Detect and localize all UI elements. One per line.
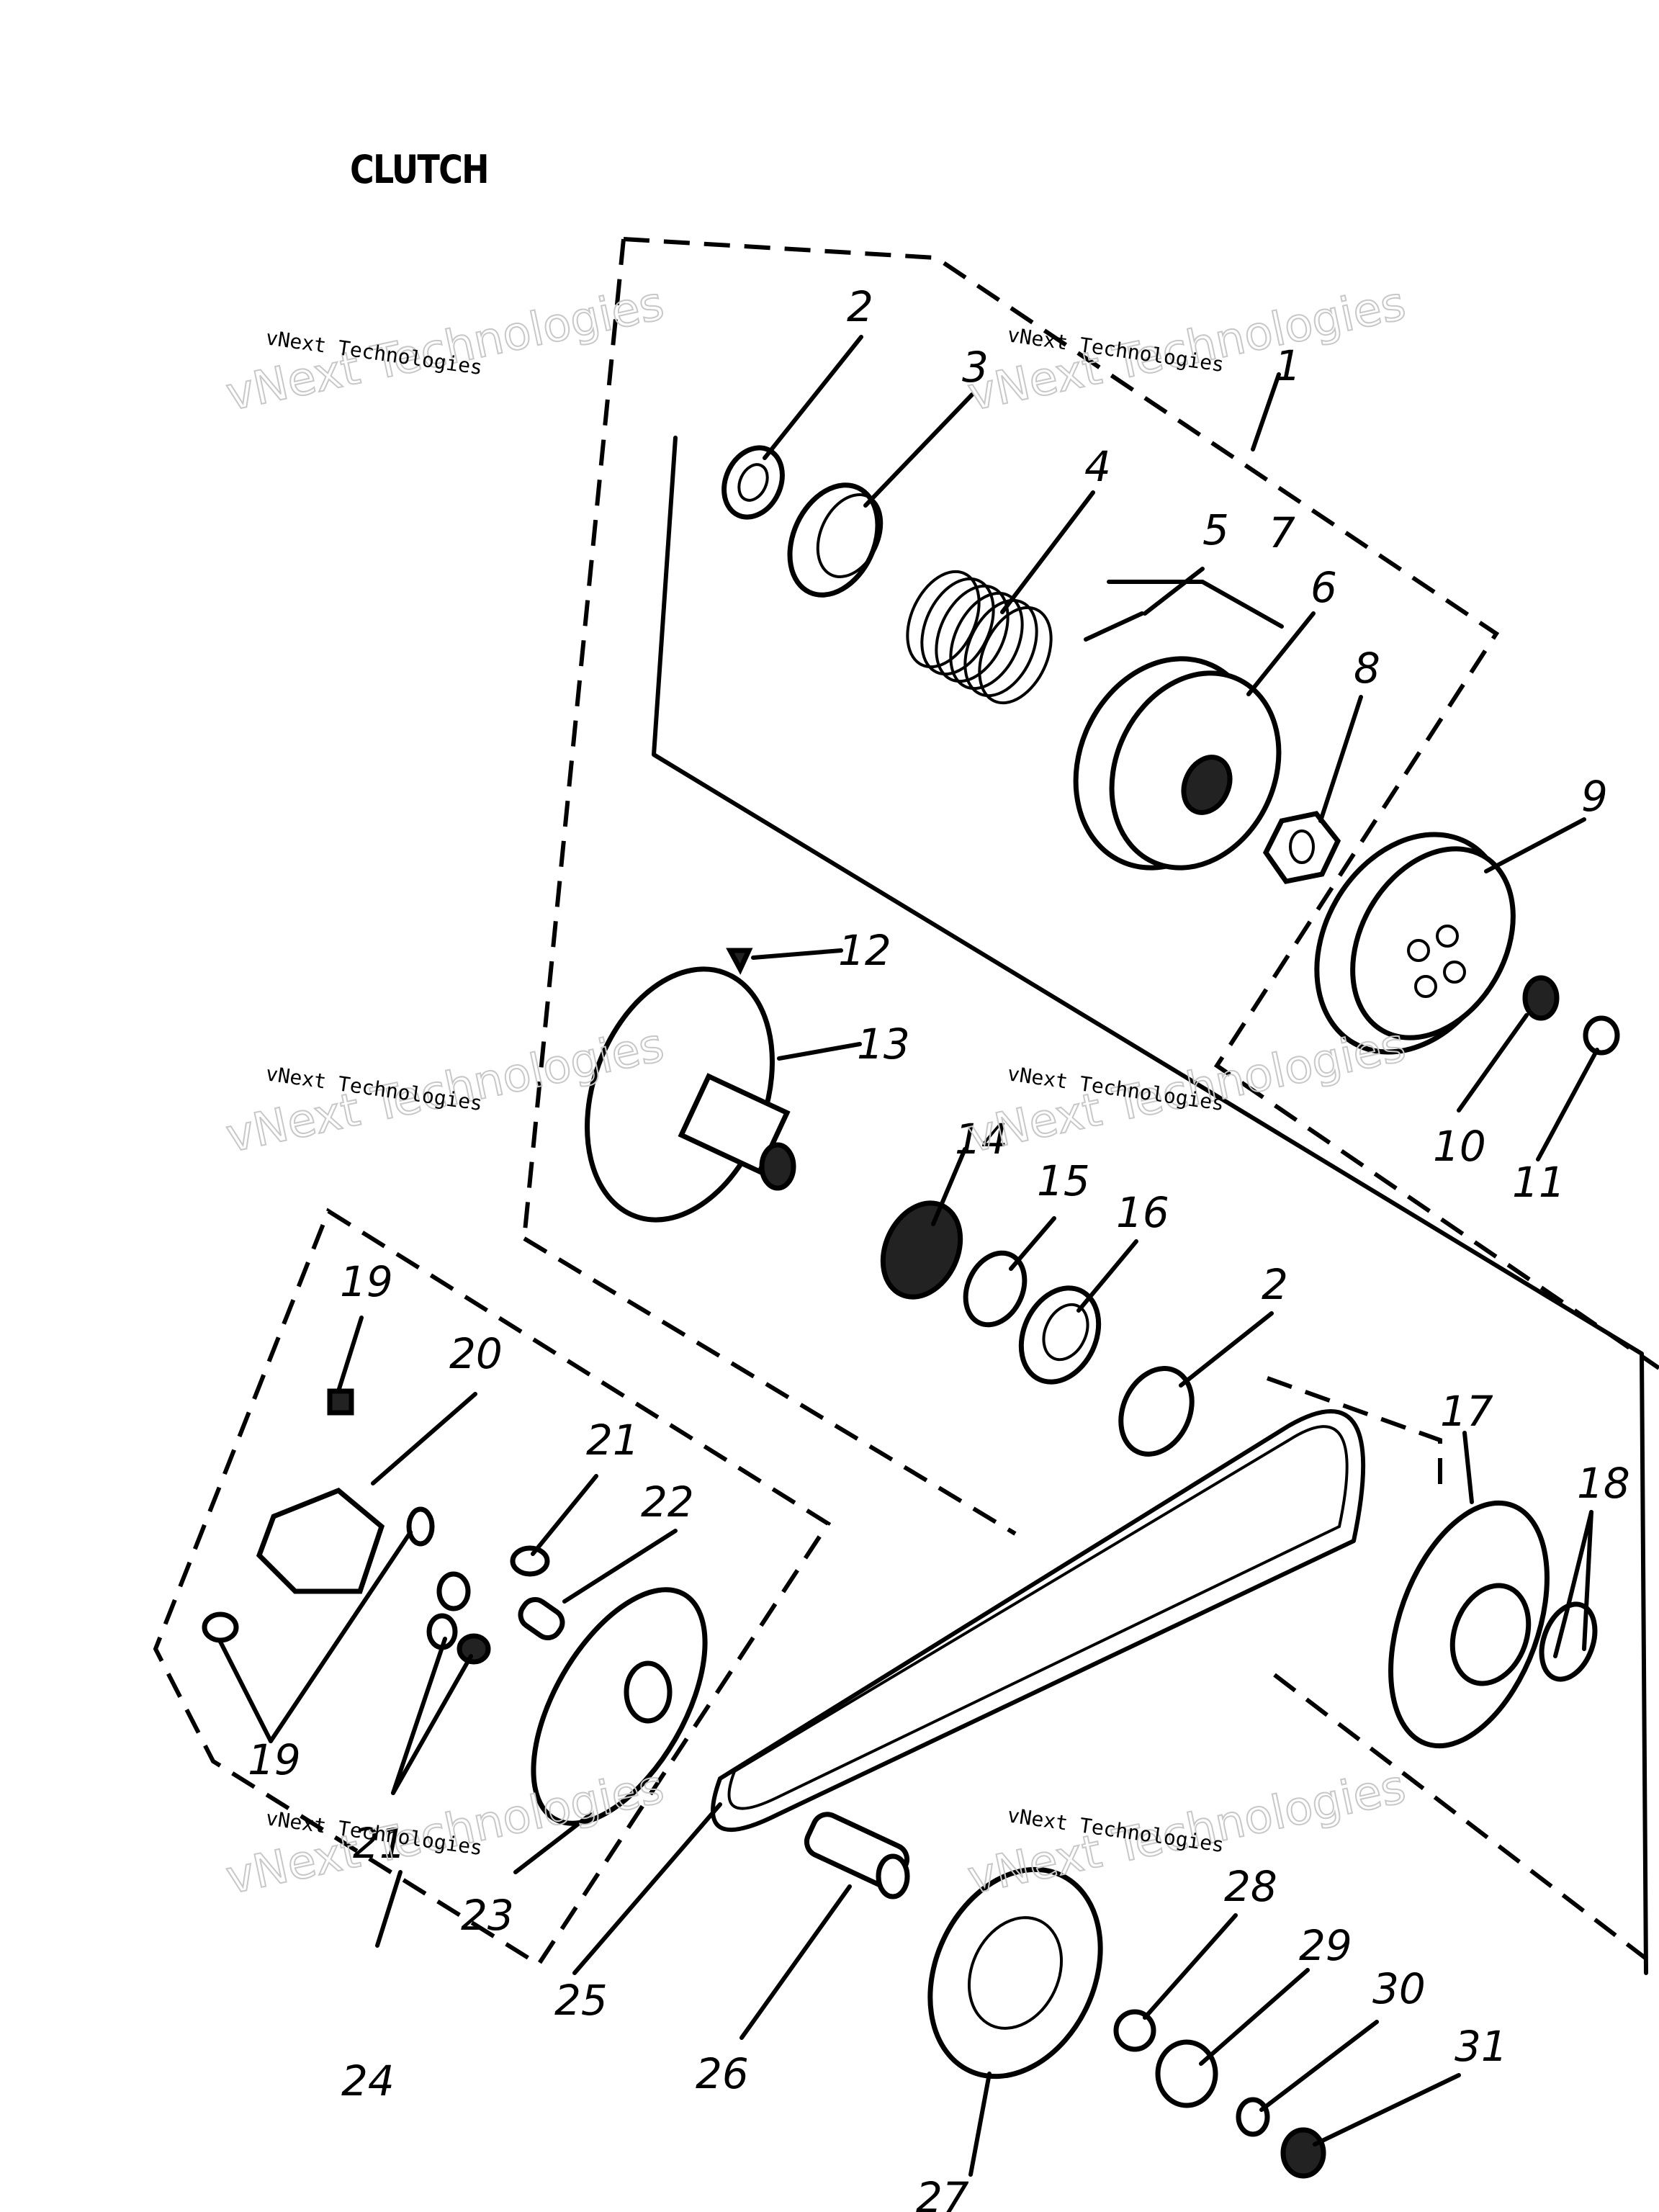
callout-3: 3 bbox=[962, 343, 989, 392]
part-v-belt bbox=[711, 1409, 1366, 1833]
part-fan-drive-face bbox=[927, 1866, 1103, 2080]
part-weight-roller-21c bbox=[457, 1633, 491, 1665]
callout-29: 29 bbox=[1299, 1921, 1352, 1970]
callout-26: 26 bbox=[696, 2049, 749, 2098]
part-collar-22 bbox=[518, 1596, 565, 1641]
part-washer-18 bbox=[1539, 1601, 1598, 1682]
part-washer bbox=[1522, 975, 1560, 1021]
part-movable-drive-face bbox=[531, 1587, 708, 1826]
part-weight-roller-21a bbox=[510, 1545, 550, 1577]
callout-7: 7 bbox=[1269, 508, 1295, 557]
callout-19b: 19 bbox=[248, 1735, 301, 1784]
part-cam-plate bbox=[256, 1487, 385, 1594]
callout-21a: 21 bbox=[586, 1416, 639, 1465]
callout-31: 31 bbox=[1455, 2022, 1508, 2071]
callout-23: 23 bbox=[461, 1891, 514, 1940]
callout-9: 9 bbox=[1581, 772, 1608, 821]
callout-21b: 21 bbox=[353, 1819, 406, 1868]
part-clutch-outer bbox=[1314, 832, 1516, 1055]
callout-20: 20 bbox=[449, 1329, 503, 1378]
assembly-24-boundary bbox=[153, 1208, 832, 1968]
part-nut-31 bbox=[1280, 2127, 1326, 2179]
callout-2: 2 bbox=[847, 282, 873, 331]
callout-17: 17 bbox=[1440, 1387, 1493, 1436]
callout-19a: 19 bbox=[340, 1257, 393, 1306]
part-ratchet-plate bbox=[1155, 2039, 1218, 2108]
part-weight-roller-21b bbox=[426, 1571, 471, 1650]
part-needle-bearing bbox=[880, 1200, 963, 1300]
callout-labels: 1 2 3 4 5 6 7 8 9 10 11 12 13 14 15 16 2… bbox=[248, 282, 1630, 2212]
part-collar bbox=[787, 482, 884, 598]
callout-11: 11 bbox=[1512, 1158, 1565, 1207]
assembly-17-boundary bbox=[1266, 1376, 1442, 1488]
callout-10: 10 bbox=[1433, 1122, 1486, 1171]
callout-13: 13 bbox=[857, 1020, 910, 1069]
part-o-ring bbox=[1583, 1015, 1620, 1056]
part-slider-19b bbox=[406, 1506, 435, 1547]
part-nut bbox=[1262, 811, 1341, 884]
callout-14: 14 bbox=[955, 1115, 1008, 1164]
callout-2b: 2 bbox=[1262, 1260, 1288, 1309]
assembly-1-bottom-edge bbox=[523, 1236, 1017, 1536]
callout-25: 25 bbox=[554, 1976, 608, 2025]
callout-6: 6 bbox=[1310, 563, 1337, 612]
callout-24: 24 bbox=[341, 2056, 395, 2105]
callout-18: 18 bbox=[1577, 1459, 1630, 1508]
part-washer-30 bbox=[1236, 2097, 1270, 2137]
part-driven-pulley bbox=[1388, 1500, 1550, 1749]
callout-12: 12 bbox=[838, 926, 891, 975]
watermark-mid-right: vNext Technologies vNext Technologies bbox=[963, 1018, 1411, 1164]
part-fixed-sheave bbox=[585, 966, 796, 1223]
callout-27: 27 bbox=[916, 2173, 969, 2212]
callout-28: 28 bbox=[1224, 1862, 1277, 1911]
watermark-bottom-right: vNext Technologies vNext Technologies bbox=[963, 1760, 1411, 1906]
assembly-1-boundary bbox=[623, 237, 1659, 1370]
callout-1: 1 bbox=[1274, 341, 1301, 390]
part-pin bbox=[1084, 611, 1144, 642]
callout-5: 5 bbox=[1202, 505, 1229, 554]
part-oil-seal-2 bbox=[1118, 1366, 1195, 1457]
part-slider-19c bbox=[202, 1611, 239, 1643]
part-spring bbox=[906, 570, 1053, 705]
part-star-washer bbox=[1113, 2009, 1156, 2052]
callout-16: 16 bbox=[1116, 1188, 1169, 1237]
sub-assembly-boundary bbox=[652, 436, 1648, 1975]
diagram-title: CLUTCH bbox=[350, 147, 489, 192]
assembly-1-left-edge bbox=[522, 238, 626, 1239]
callout-15: 15 bbox=[1037, 1156, 1090, 1205]
part-oil-seal bbox=[721, 445, 785, 520]
part-clutch-shoe-assembly bbox=[1073, 656, 1282, 871]
callout-30: 30 bbox=[1372, 1964, 1426, 2013]
watermark-top-left: vNext Technologies vNext Technologies bbox=[221, 276, 669, 423]
part-slider-19a bbox=[327, 1388, 354, 1416]
callout-8: 8 bbox=[1354, 644, 1380, 693]
callout-22: 22 bbox=[641, 1478, 694, 1527]
callout-4: 4 bbox=[1084, 442, 1111, 491]
part-circlip bbox=[963, 1250, 1028, 1328]
watermark-top-right: vNext Technologies vNext Technologies bbox=[963, 276, 1411, 423]
part-drive-shaft bbox=[804, 1812, 910, 1899]
leader-lines bbox=[218, 335, 1599, 2177]
part-plug bbox=[726, 948, 753, 975]
